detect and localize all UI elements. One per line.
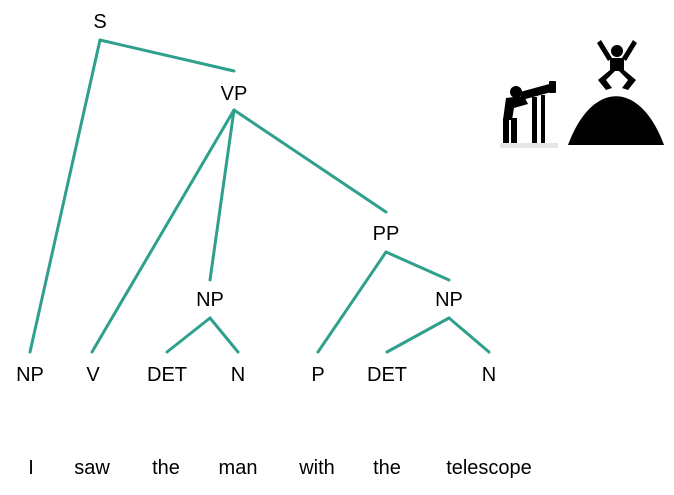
edge-vp-pp bbox=[232, 108, 388, 214]
edge-np-pp-n bbox=[447, 316, 491, 354]
edge-vp-v bbox=[90, 108, 236, 354]
word-saw: saw bbox=[74, 457, 110, 479]
node-n-2: N bbox=[482, 364, 496, 386]
tree-edges bbox=[28, 38, 491, 354]
edge-s-vp bbox=[98, 38, 236, 73]
word-i: I bbox=[28, 457, 34, 479]
word-with: with bbox=[298, 457, 335, 479]
node-pp: PP bbox=[373, 223, 400, 245]
word-man: man bbox=[219, 457, 258, 479]
node-np-subject: NP bbox=[16, 364, 44, 386]
node-np-pp: NP bbox=[435, 289, 463, 311]
tree-nodes: S VP PP NP NP NP V DET N P DET N bbox=[16, 11, 496, 386]
person-jumping-on-hill-icon bbox=[568, 40, 664, 145]
word-the-2: the bbox=[373, 457, 401, 479]
edge-pp-np bbox=[384, 250, 451, 282]
word-telescope: telescope bbox=[446, 457, 532, 479]
sentence: I saw the man with the telescope bbox=[28, 457, 532, 479]
node-det-2: DET bbox=[367, 364, 407, 386]
word-the-1: the bbox=[152, 457, 180, 479]
node-p: P bbox=[311, 364, 324, 386]
edge-np-pp-det bbox=[385, 316, 451, 354]
edge-np-object-n bbox=[208, 316, 240, 354]
node-v: V bbox=[86, 364, 100, 386]
edge-vp-np-object bbox=[208, 108, 236, 282]
node-s: S bbox=[93, 11, 106, 33]
node-det-1: DET bbox=[147, 364, 187, 386]
edge-pp-p bbox=[316, 250, 388, 354]
edge-s-np-subject bbox=[28, 38, 102, 354]
node-n-1: N bbox=[231, 364, 245, 386]
node-np-object: NP bbox=[196, 289, 224, 311]
edge-np-object-det bbox=[165, 316, 212, 354]
node-vp: VP bbox=[221, 83, 248, 105]
person-with-telescope-icon bbox=[500, 81, 558, 148]
